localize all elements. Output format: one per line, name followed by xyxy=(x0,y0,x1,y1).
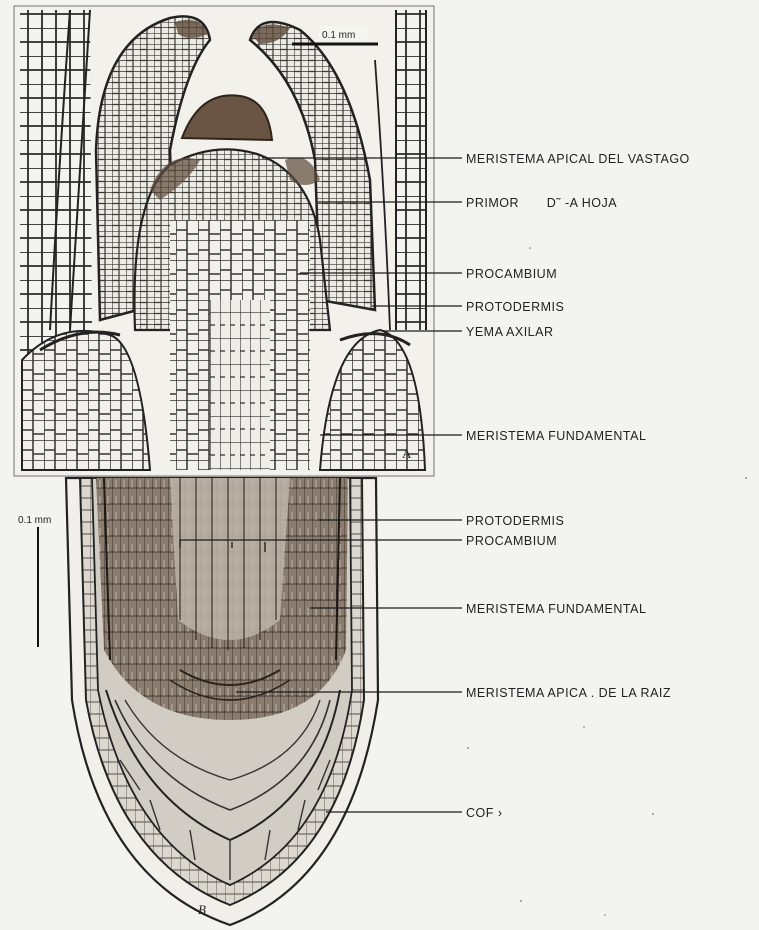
label-shoot-procambium: PROCAMBIUM xyxy=(466,267,557,281)
label-root-apical-meristem: MERISTEMA APICA . DE LA RAIZ xyxy=(466,686,671,700)
panel-letter-b: B xyxy=(198,902,206,917)
root-labels: PROTODERMIS PROCAMBIUM MERISTEMA FUNDAME… xyxy=(466,514,671,820)
root-scale-label: 0.1 mm xyxy=(18,515,51,526)
label-root-protoderm: PROTODERMIS xyxy=(466,514,564,528)
shoot-apex-micrograph xyxy=(14,6,434,476)
label-shoot-apical-meristem: MERISTEMA APICAL DEL VASTAGO xyxy=(466,152,690,166)
label-shoot-protoderm: PROTODERMIS xyxy=(466,300,564,314)
label-axillary-bud: YEMA AXILAR xyxy=(466,325,553,339)
panel-letter-a: A xyxy=(402,446,412,461)
label-leaf-primordium: PRIMOR D˜ -A HOJA xyxy=(466,196,617,210)
shoot-labels: MERISTEMA APICAL DEL VASTAGO PRIMOR D˜ -… xyxy=(466,152,690,443)
label-root-ground-meristem: MERISTEMA FUNDAMENTAL xyxy=(466,602,646,616)
root-apex-micrograph xyxy=(66,478,378,925)
label-root-cap: COF › xyxy=(466,806,503,820)
shoot-scale-label: 0.1 mm xyxy=(322,30,355,41)
root-scale-bar: 0.1 mm xyxy=(18,515,51,647)
label-shoot-ground-meristem: MERISTEMA FUNDAMENTAL xyxy=(466,429,646,443)
label-root-procambium: PROCAMBIUM xyxy=(466,534,557,548)
